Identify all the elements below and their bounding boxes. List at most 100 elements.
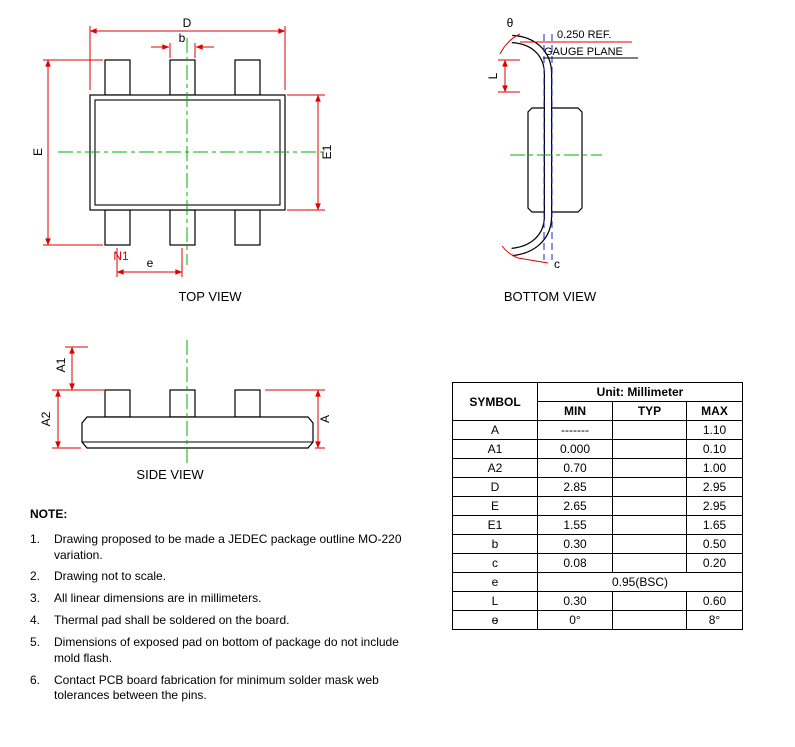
min-cell: 0.70 <box>537 458 613 478</box>
dimensions-table: SYMBOL Unit: Millimeter MIN TYP MAX A --… <box>452 382 743 630</box>
min-cell: 2.65 <box>537 496 613 516</box>
note-number: 6. <box>30 672 41 687</box>
note-text: All linear dimensions are in millimeters… <box>54 591 262 606</box>
max-cell: 0.10 <box>686 439 743 459</box>
dim-label-N1: N1 <box>113 249 129 263</box>
symbol-cell: c <box>452 553 538 573</box>
symbol-cell: L <box>452 591 538 611</box>
symbol-cell: A <box>452 420 538 440</box>
side-view-title: SIDE VIEW <box>136 467 204 482</box>
table-row: ɵ 0° 8° <box>452 610 743 630</box>
gauge-plane-label: GAUGE PLANE <box>544 46 623 58</box>
dimension-E1: E1 <box>287 94 334 211</box>
dim-label-A2: A2 <box>39 411 53 426</box>
typ-cell <box>612 420 687 440</box>
max-cell: 1.65 <box>686 515 743 535</box>
typ-cell <box>612 534 687 554</box>
note-item: 3. All linear dimensions are in millimet… <box>30 591 422 607</box>
table-row: b 0.30 0.50 <box>452 534 743 554</box>
note-text: Drawing not to scale. <box>54 569 167 584</box>
top-view-title: TOP VIEW <box>178 289 242 304</box>
max-cell: 8° <box>686 610 743 630</box>
note-number: 4. <box>30 613 41 628</box>
gauge-ref-label: 0.250 REF. <box>557 29 611 41</box>
typ-header: TYP <box>612 401 687 421</box>
package-body-side <box>81 389 314 449</box>
typ-cell <box>612 515 687 535</box>
note-number: 2. <box>30 569 41 584</box>
note-text: Thermal pad shall be soldered on the boa… <box>54 613 290 628</box>
dimension-e: e <box>116 248 183 277</box>
side-view-drawing: A1 A2 A SIDE VIEW <box>39 340 332 482</box>
symbol-cell: E1 <box>452 515 538 535</box>
min-cell: ------- <box>537 420 613 440</box>
table-row: c 0.08 0.20 <box>452 553 743 573</box>
symbol-header: SYMBOL <box>452 382 538 421</box>
note-number: 5. <box>30 634 41 649</box>
typ-cell <box>612 458 687 478</box>
notes-section: NOTE: 1. Drawing proposed to be made a J… <box>30 507 422 710</box>
typ-cell <box>612 610 687 630</box>
min-cell: 0.000 <box>537 439 613 459</box>
centerlines <box>58 38 325 265</box>
dim-label-A1: A1 <box>54 357 68 372</box>
min-cell: 0.08 <box>537 553 613 573</box>
dimension-D: D <box>89 16 286 90</box>
dim-label-L: L <box>486 72 500 79</box>
dimension-c: c <box>501 245 560 271</box>
note-number: 3. <box>30 591 41 606</box>
dimension-theta: θ <box>499 16 521 55</box>
dim-label-theta: θ <box>507 16 514 30</box>
dim-label-b: b <box>179 31 186 45</box>
note-text: Contact PCB board fabrication for minimu… <box>54 672 379 703</box>
span-cell: 0.95(BSC) <box>537 572 743 592</box>
symbol-cell: D <box>452 477 538 497</box>
bottom-view-title: BOTTOM VIEW <box>504 289 597 304</box>
dim-label-E: E <box>31 148 45 156</box>
symbol-cell: A1 <box>452 439 538 459</box>
max-cell: 0.20 <box>686 553 743 573</box>
dim-label-D: D <box>183 16 192 30</box>
table-row: A1 0.000 0.10 <box>452 439 743 459</box>
table-header-row: SYMBOL Unit: Millimeter <box>452 382 743 421</box>
min-cell: 1.55 <box>537 515 613 535</box>
note-text: Dimensions of exposed pad on bottom of p… <box>54 634 399 665</box>
note-item: 5. Dimensions of exposed pad on bottom o… <box>30 635 422 667</box>
dimension-A: A <box>265 389 332 449</box>
dim-label-e: e <box>147 256 154 270</box>
min-cell: 0.30 <box>537 534 613 554</box>
table-row: E 2.65 2.95 <box>452 496 743 516</box>
note-number: 1. <box>30 531 41 546</box>
top-view-drawing: D b E E1 N1 e TOP VIEW <box>31 16 334 304</box>
typ-cell <box>612 439 687 459</box>
table-row: e 0.95(BSC) <box>452 572 743 592</box>
note-item: 1. Drawing proposed to be made a JEDEC p… <box>30 532 422 564</box>
table-row: L 0.30 0.60 <box>452 591 743 611</box>
symbol-cell: E <box>452 496 538 516</box>
max-cell: 2.95 <box>686 496 743 516</box>
table-row: A2 0.70 1.00 <box>452 458 743 478</box>
min-cell: 0° <box>537 610 613 630</box>
note-text: Drawing proposed to be made a JEDEC pack… <box>54 531 402 562</box>
dimension-A1: A1 <box>54 346 104 391</box>
table-row: E1 1.55 1.65 <box>452 515 743 535</box>
min-cell: 2.85 <box>537 477 613 497</box>
bottom-view-drawing: θ 0.250 REF. GAUGE PLANE L c BOTTOM VIEW <box>486 16 638 304</box>
min-header: MIN <box>537 401 613 421</box>
note-item: 6. Contact PCB board fabrication for min… <box>30 673 422 705</box>
table-row: D 2.85 2.95 <box>452 477 743 497</box>
typ-cell <box>612 496 687 516</box>
dim-label-E1: E1 <box>320 144 334 159</box>
lead-profile <box>511 34 553 257</box>
dimension-E: E <box>31 59 103 246</box>
dimension-L: L <box>486 59 520 93</box>
note-item: 2. Drawing not to scale. <box>30 569 422 585</box>
dim-label-A: A <box>318 415 332 423</box>
max-cell: 2.95 <box>686 477 743 497</box>
symbol-cell: ɵ <box>452 610 538 630</box>
dimension-A2: A2 <box>39 389 81 449</box>
symbol-cell: A2 <box>452 458 538 478</box>
dimension-b: b <box>151 31 214 58</box>
dim-label-c: c <box>554 257 560 271</box>
max-header: MAX <box>686 401 743 421</box>
